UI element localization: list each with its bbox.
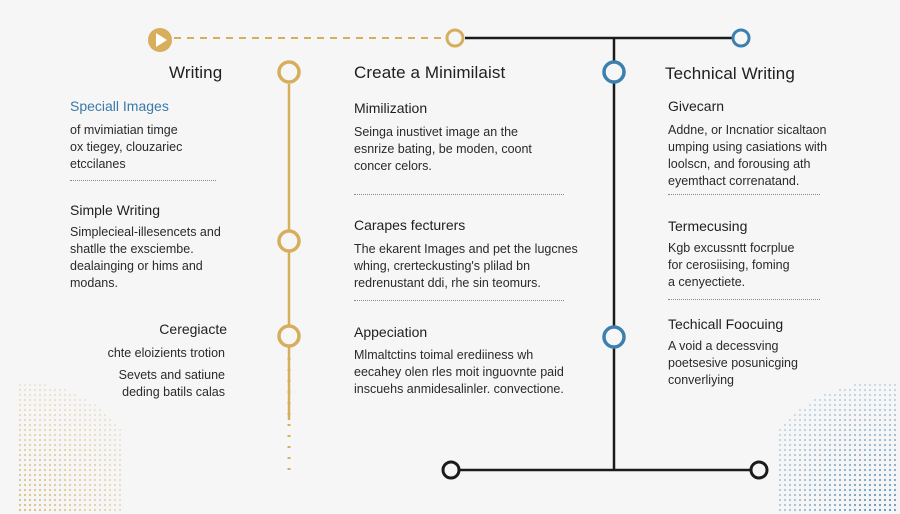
timeline-node-icon bbox=[277, 60, 301, 84]
play-icon bbox=[148, 28, 172, 52]
timeline-node-icon bbox=[602, 60, 626, 84]
timeline-node-icon bbox=[731, 28, 751, 48]
left-section-1-heading: Speciall Images bbox=[70, 98, 169, 114]
dot-pattern-left bbox=[18, 383, 122, 512]
left-section-3-body: chte eloizients trotion bbox=[107, 346, 225, 360]
middle-section-1-heading: Mimilization bbox=[354, 100, 428, 116]
timeline-node-icon bbox=[277, 229, 301, 253]
dot-pattern-right bbox=[778, 383, 897, 512]
middle-divider-2 bbox=[354, 300, 564, 301]
middle-column-title: Create a Minimilaist bbox=[354, 63, 506, 82]
left-column-title: Writing bbox=[169, 63, 223, 82]
middle-section-3-heading: Appeciation bbox=[354, 324, 428, 340]
right-divider-1 bbox=[668, 194, 820, 195]
right-section-2-body: Kgb excussntt focrplue for cerosiising, … bbox=[668, 241, 795, 289]
right-column-title: Technical Writing bbox=[665, 64, 795, 83]
left-section-2-body: Simplecieal-illesencets and shatlle the … bbox=[70, 225, 221, 290]
left-section-3-heading: Ceregiacte bbox=[159, 321, 227, 337]
timeline-node-icon bbox=[749, 460, 769, 480]
left-section-1-body: of mvimiatian timge ox tiegey, clouzarie… bbox=[70, 123, 183, 171]
middle-section-2-heading: Carapes fecturers bbox=[354, 217, 466, 233]
timeline-node-icon bbox=[441, 460, 461, 480]
middle-section-1-body: Seinga inustivet image an the esnrize ba… bbox=[354, 125, 532, 173]
right-section-1-heading: Givecarn bbox=[668, 98, 725, 114]
right-section-3-body: A void a decessving poetsesive posunicgi… bbox=[668, 339, 798, 387]
timeline-node-icon bbox=[277, 324, 301, 348]
left-divider-1 bbox=[70, 180, 216, 181]
left-section-4-body: Sevets and satiune deding batils calas bbox=[118, 368, 225, 399]
middle-section-2-body: The ekarent Images and pet the lugcnes w… bbox=[354, 242, 578, 290]
timeline-node-icon bbox=[602, 325, 626, 349]
middle-section-3-body: Mlmaltctins toimal erediiness wh eecahey… bbox=[354, 348, 564, 396]
right-divider-2 bbox=[668, 299, 820, 300]
timeline-node-icon bbox=[445, 28, 465, 48]
right-section-3-heading: Techicall Foocuing bbox=[668, 316, 784, 332]
left-section-2-heading: Simple Writing bbox=[70, 202, 160, 218]
right-section-1-body: Addne, or Incnatior sicaltaon umping usi… bbox=[668, 123, 828, 188]
middle-divider-1 bbox=[354, 194, 564, 195]
right-section-2-heading: Termecusing bbox=[668, 218, 748, 234]
